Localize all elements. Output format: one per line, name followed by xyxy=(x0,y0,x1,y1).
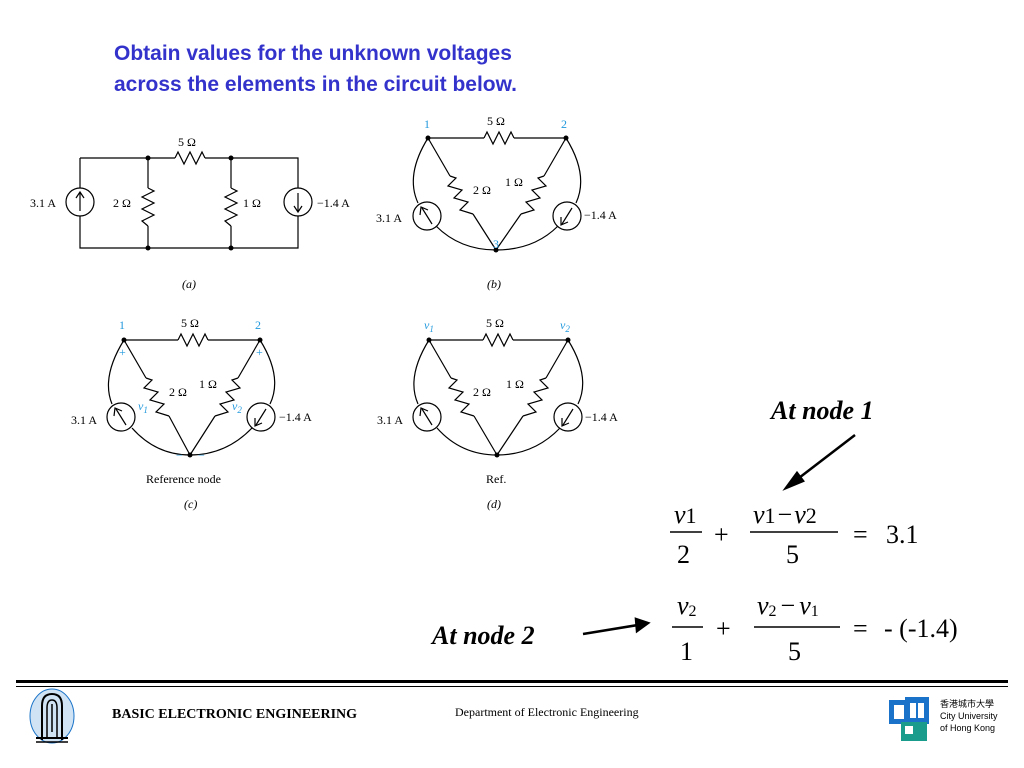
slide-title: Obtain values for the unknown voltages a… xyxy=(114,38,654,100)
eq2-t1-den: 1 xyxy=(680,637,693,666)
course-name: BASIC ELECTRONIC ENGINEERING xyxy=(112,707,358,722)
v1-label-c: v1 xyxy=(138,399,148,415)
label-2ohm-b: 2 Ω xyxy=(473,183,491,197)
resistor-1ohm-d xyxy=(522,377,550,417)
label-2ohm-a: 2 Ω xyxy=(113,196,131,210)
eq2-t2-num: v2−v1 xyxy=(757,591,819,620)
resistor-2ohm-d xyxy=(447,377,475,417)
node-2-b: 2 xyxy=(561,117,567,131)
resistor-2ohm-c xyxy=(142,377,170,417)
resistor-2ohm-a xyxy=(140,187,156,227)
label-1ohm-c: 1 Ω xyxy=(199,377,217,391)
eq2-equals: = xyxy=(853,614,868,643)
label-5ohm-d: 5 Ω xyxy=(486,316,504,330)
source-3-1a-b xyxy=(412,201,442,231)
v2-label-c: v2 xyxy=(232,399,242,415)
label-3-1a-b: 3.1 A xyxy=(376,211,402,225)
resistor-1ohm-c xyxy=(214,377,242,417)
label-1ohm-d: 1 Ω xyxy=(506,377,524,391)
label-neg-1-4a-b: −1.4 A xyxy=(584,208,617,222)
cityu-en-line1: City University xyxy=(940,711,998,721)
minus-2-c: − xyxy=(198,448,205,462)
cityu-en-line2: of Hong Kong xyxy=(940,723,996,733)
node-v1-d: v1 xyxy=(424,318,434,334)
caption-b: (b) xyxy=(487,277,501,291)
label-3-1a-c: 3.1 A xyxy=(71,413,97,427)
label-2ohm-d: 2 Ω xyxy=(473,385,491,399)
equation-node-1: v1 2 + v1−v2 5 = 3.1 xyxy=(670,500,919,569)
plus-2-c: + xyxy=(256,345,263,359)
resistor-5ohm-b xyxy=(483,130,515,146)
cityu-logo xyxy=(889,697,929,741)
title-line-1: Obtain values for the unknown voltages xyxy=(114,42,512,65)
source-neg-1-4a-c xyxy=(246,402,276,432)
eq1-equals: = xyxy=(853,520,868,549)
resistor-5ohm-d xyxy=(482,332,514,348)
circuit-d: v1 v2 5 Ω 2 Ω 1 Ω 3.1 A −1.4 A Ref. (d) xyxy=(377,316,618,511)
resistor-1ohm-b xyxy=(520,175,548,215)
eq2-t2-den: 5 xyxy=(788,637,801,666)
label-neg-1-4a-a: −1.4 A xyxy=(317,196,350,210)
label-neg-1-4a-c: −1.4 A xyxy=(279,410,312,424)
eq1-t1-num: v1 xyxy=(674,500,697,529)
label-5ohm-b: 5 Ω xyxy=(487,114,505,128)
label-3-1a-d: 3.1 A xyxy=(377,413,403,427)
arrows xyxy=(582,434,856,636)
resistor-1ohm-a xyxy=(223,187,239,227)
eq1-plus: + xyxy=(714,520,729,549)
cityu-chinese: 香港城市大學 xyxy=(940,699,995,709)
source-3-1a-a xyxy=(65,187,95,217)
node-2-c: 2 xyxy=(255,318,261,332)
arrow-node2 xyxy=(582,623,639,636)
eq2-t1-num: v2 xyxy=(677,591,697,620)
equation-node-2: v2 1 + v2−v1 5 = - (-1.4) xyxy=(672,591,958,666)
node-3-b: 3 xyxy=(493,237,499,251)
minus-1-c: − xyxy=(176,448,183,462)
department-logo xyxy=(29,688,75,744)
source-neg-1-4a-b xyxy=(552,201,582,231)
cityu-name: 香港城市大學 City University of Hong Kong xyxy=(940,698,998,734)
plus-1-c: + xyxy=(119,345,126,359)
label-1ohm-b: 1 Ω xyxy=(505,175,523,189)
label-1ohm-a: 1 Ω xyxy=(243,196,261,210)
label-neg-1-4a-d: −1.4 A xyxy=(585,410,618,424)
caption-a: (a) xyxy=(182,277,196,291)
resistor-5ohm-c xyxy=(177,332,209,348)
source-neg-1-4a-d xyxy=(553,402,583,432)
source-neg-1-4a-a xyxy=(283,187,313,217)
circuit-c: 1 2 + + − − v1 v2 5 Ω 2 Ω 1 Ω 3.1 A −1.4… xyxy=(71,316,312,511)
resistor-5ohm-a xyxy=(174,150,206,166)
source-3-1a-c xyxy=(106,402,136,432)
node-v2-d: v2 xyxy=(560,318,570,334)
eq1-t2-num: v1−v2 xyxy=(753,500,817,529)
arrow-node1 xyxy=(794,434,856,482)
node-1-c: 1 xyxy=(119,318,125,332)
reference-node-label: Reference node xyxy=(146,472,221,486)
eq2-rhs: - (-1.4) xyxy=(884,614,958,643)
eq1-rhs: 3.1 xyxy=(886,520,919,549)
label-5ohm-c: 5 Ω xyxy=(181,316,199,330)
caption-c: (c) xyxy=(184,497,197,511)
eq2-plus: + xyxy=(716,614,731,643)
resistor-2ohm-b xyxy=(446,175,474,215)
label-5ohm-a: 5 Ω xyxy=(178,135,196,149)
ref-label-d: Ref. xyxy=(486,472,506,486)
circuit-a: 5 Ω 2 Ω 1 Ω 3.1 A −1.4 A (a) xyxy=(30,135,350,291)
title-line-2: across the elements in the circuit below… xyxy=(114,73,518,96)
at-node-2-label: At node 2 xyxy=(432,621,535,650)
node-1-b: 1 xyxy=(424,117,430,131)
eq1-t2-den: 5 xyxy=(786,540,799,569)
label-2ohm-c: 2 Ω xyxy=(169,385,187,399)
footer-rule-thin xyxy=(16,686,1008,687)
circuit-b: 1 2 3 5 Ω 2 Ω 1 Ω 3.1 A −1.4 A (b) xyxy=(376,114,617,291)
at-node-1-label: At node 1 xyxy=(771,396,874,425)
department-name: Department of Electronic Engineering xyxy=(455,705,639,719)
eq1-t1-den: 2 xyxy=(677,540,690,569)
source-3-1a-d xyxy=(412,402,442,432)
label-3-1a-a: 3.1 A xyxy=(30,196,56,210)
caption-d: (d) xyxy=(487,497,501,511)
footer-rule-thick xyxy=(16,680,1008,683)
